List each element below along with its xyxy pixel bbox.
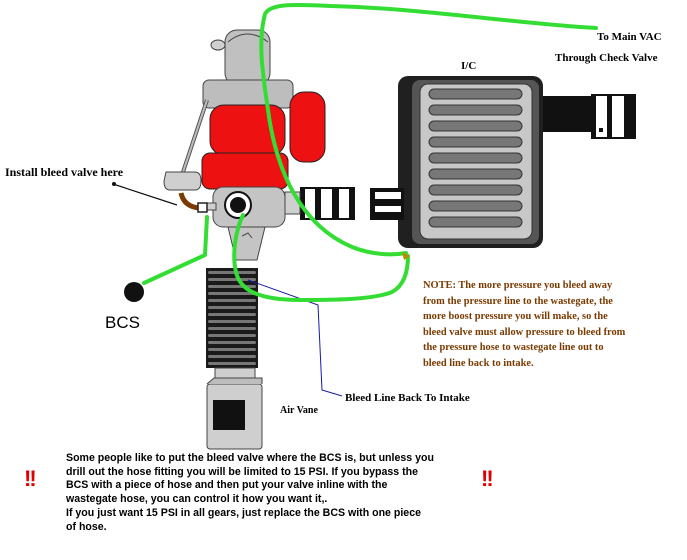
note-line: bleed valve must allow pressure to bleed… <box>423 326 626 338</box>
note-line: from the pressure line to the wastegate,… <box>423 295 613 307</box>
bleed-valve <box>178 192 208 213</box>
wastegate-hose <box>232 213 410 302</box>
bleed-pointer-line <box>112 183 178 206</box>
bleed-line-label: Bleed Line Back To Intake <box>345 392 470 404</box>
turbo-assembly <box>163 29 326 261</box>
note-line: bleed line back to intake. <box>423 357 534 369</box>
intake-bellows <box>206 268 258 368</box>
bottom-note-line: wastegate hose, you can control it how y… <box>66 493 328 506</box>
air-vane-label: Air Vane <box>280 405 318 416</box>
bottom-note-line: drill out the hose fitting you will be l… <box>66 465 418 478</box>
air-vane <box>206 367 263 450</box>
warning-mark-right: !! <box>481 466 494 491</box>
check-valve-label: Through Check Valve <box>555 52 658 64</box>
to-main-vac-label: To Main VAC <box>597 31 662 43</box>
install-bleed-label: Install bleed valve here <box>5 165 124 179</box>
warning-mark-left: !! <box>24 466 37 491</box>
bottom-note-line: of hose. <box>66 520 107 533</box>
intercooler-fins <box>428 88 523 228</box>
bottom-note-line: BCS with a piece of hose and then put yo… <box>66 479 388 492</box>
note-line: the pressure hose to wastegate line out … <box>423 342 604 353</box>
bcs-label: BCS <box>105 313 140 332</box>
bottom-note: Some people like to put the bleed valve … <box>66 452 466 534</box>
intercooler <box>370 76 636 248</box>
bcs-solenoid <box>124 282 144 302</box>
intercooler-outlet-pipe <box>543 96 591 132</box>
bleed-line-pointer <box>247 279 343 397</box>
check-valve-fitting <box>402 252 410 260</box>
intercooler-label: I/C <box>461 60 477 72</box>
main-vac-hose <box>259 2 598 257</box>
note-line: NOTE: The more pressure you bleed away <box>423 280 613 291</box>
note-line: more boost pressure you will make, so th… <box>423 311 608 322</box>
bcs-hose <box>142 215 209 285</box>
bottom-note-line: Some people like to put the bleed valve … <box>66 452 434 464</box>
note-block: NOTE: The more pressure you bleed away f… <box>423 278 685 371</box>
vacuum-hoses <box>142 2 598 302</box>
charge-pipe-coupler <box>284 187 355 220</box>
bottom-note-line: If you just want 15 PSI in all gears, ju… <box>66 506 421 519</box>
